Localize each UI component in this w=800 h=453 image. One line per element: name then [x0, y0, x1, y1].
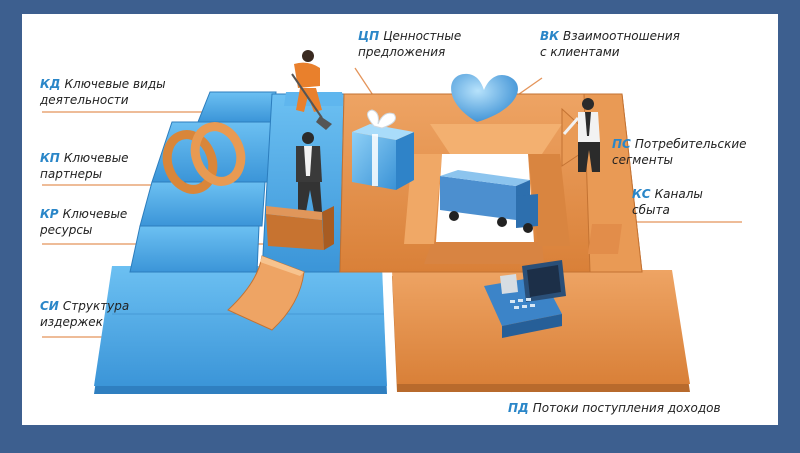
standing-customer-icon [562, 98, 600, 172]
label-text: партнеры [40, 167, 103, 181]
label-text: Ценностные [383, 29, 462, 43]
label-text: сегменты [612, 153, 674, 167]
worker-with-shovel-icon [291, 50, 332, 130]
cardboard-box-icon [266, 206, 334, 250]
label-code: КД [40, 77, 61, 91]
curved-sheet-icon [227, 255, 305, 331]
label-text: Каналы [654, 187, 703, 201]
label-text: деятельности [40, 93, 129, 107]
label-text: Потоки поступления доходов [532, 401, 721, 415]
business-model-illustration [42, 50, 742, 394]
label-code: ПС [612, 137, 631, 151]
label-code: КП [40, 151, 60, 165]
label-code: СИ [40, 299, 59, 313]
businessman-icon [296, 132, 322, 212]
label-text: Ключевые [62, 207, 128, 221]
label-text: Потребительские [634, 137, 747, 151]
label-text: издержек [40, 315, 103, 329]
label-text: ресурсы [40, 223, 93, 237]
gift-box-icon [352, 109, 414, 190]
label-code: КС [632, 187, 651, 201]
label-text: с клиентами [540, 45, 620, 59]
label-code: КР [40, 207, 59, 221]
cash-register-icon [484, 260, 566, 338]
label-text: Ключевые [63, 151, 129, 165]
label-text: Ключевые виды [64, 77, 166, 91]
truck-icon [440, 170, 538, 233]
label-text: предложения [358, 45, 446, 59]
label-text: сбыта [632, 203, 670, 217]
label-code: ВК [540, 29, 559, 43]
label-text: Взаимоотношения [562, 29, 680, 43]
label-text: Структура [62, 299, 130, 313]
label-code: ЦП [358, 29, 380, 43]
heart-icon [451, 73, 518, 122]
linked-rings-icon [162, 122, 246, 194]
label-code: ПД [508, 401, 529, 415]
